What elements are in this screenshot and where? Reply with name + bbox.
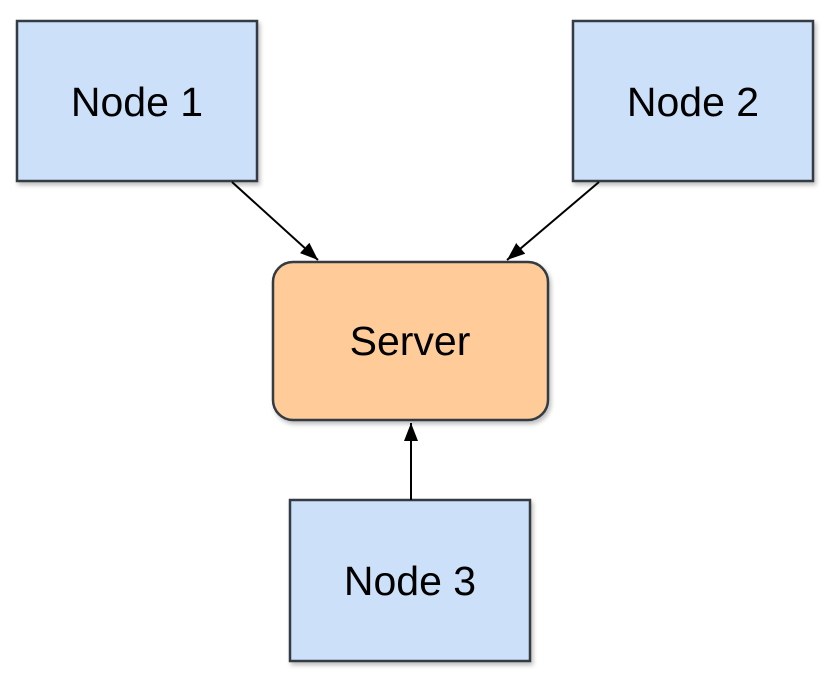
- node2-rect[interactable]: [571, 19, 815, 183]
- edge-node2-to-server[interactable]: [506, 181, 600, 261]
- server-label: Server: [350, 318, 471, 364]
- diagram-node-node1[interactable]: Node 1: [15, 19, 259, 183]
- node2-label: Node 2: [627, 79, 759, 125]
- edge-node1-to-server[interactable]: [231, 181, 319, 261]
- server-rect[interactable]: [271, 260, 550, 422]
- node3-label: Node 3: [344, 558, 476, 604]
- node3-rect[interactable]: [288, 498, 532, 663]
- diagram-node-server[interactable]: Server: [271, 260, 550, 422]
- diagram-node-node3[interactable]: Node 3: [288, 498, 532, 663]
- node1-rect[interactable]: [15, 19, 259, 183]
- diagram-node-node2[interactable]: Node 2: [571, 19, 815, 183]
- node1-label: Node 1: [71, 79, 203, 125]
